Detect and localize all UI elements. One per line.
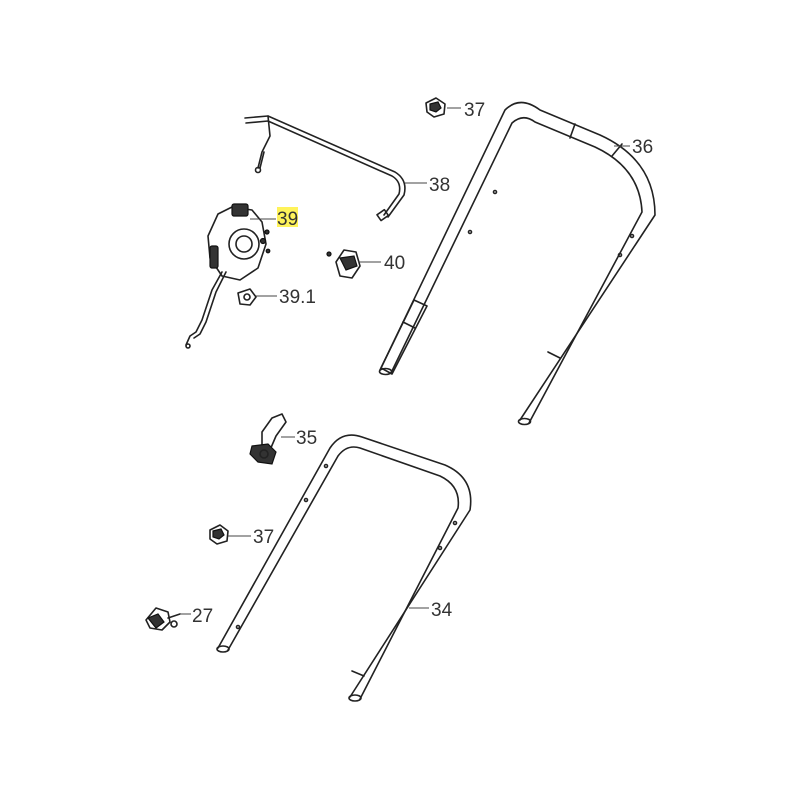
- callout-40: 40: [358, 253, 405, 274]
- label-37-lower: 37: [253, 527, 274, 548]
- part-37-nut-lower: [209, 524, 229, 545]
- label-36: 36: [632, 137, 653, 158]
- label-38: 38: [429, 175, 450, 196]
- label-34: 34: [431, 600, 453, 621]
- part-40-knob: [326, 249, 361, 279]
- part-39-1-clip: [237, 288, 257, 306]
- highlight-39: [277, 207, 298, 227]
- callout-36: 36: [614, 137, 653, 158]
- callout-35: 35: [281, 428, 317, 449]
- label-27: 27: [192, 606, 213, 627]
- label-39-1: 39.1: [279, 287, 316, 308]
- callout-37-lower: 37: [228, 527, 274, 548]
- part-37-nut-top: [425, 97, 446, 118]
- callout-39: 39: [250, 207, 298, 230]
- callout-39-1: 39.1: [256, 287, 316, 308]
- part-27-clamp: [145, 607, 181, 631]
- label-40: 40: [384, 253, 405, 274]
- callout-34: 34: [409, 600, 453, 621]
- part-38-bail-bar: [244, 115, 406, 222]
- label-37-top: 37: [464, 100, 485, 121]
- label-39: 39: [277, 209, 298, 230]
- part-36-upper-handle: [378, 101, 656, 426]
- part-34-lower-handle: [216, 434, 472, 702]
- part-35-lever: [249, 413, 287, 465]
- callout-38: 38: [405, 175, 450, 196]
- callout-27: 27: [180, 606, 213, 627]
- label-35: 35: [296, 428, 317, 449]
- part-39-control-housing: [185, 203, 271, 349]
- callout-37-top: 37: [447, 100, 485, 121]
